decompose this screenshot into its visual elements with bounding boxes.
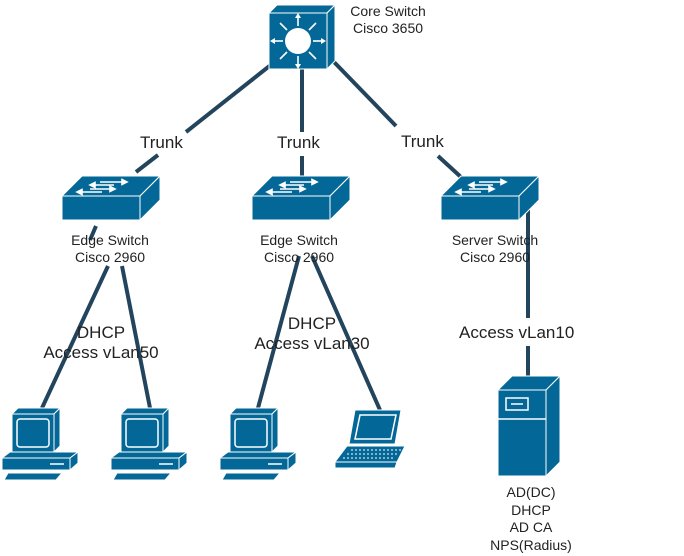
access-vlan50-name: Access vLan50: [43, 343, 159, 363]
pc-1-icon: [1, 407, 79, 481]
pc-3-icon: [219, 407, 297, 481]
link-edge1-stub1: [88, 225, 98, 241]
server-switch-icon: [440, 175, 540, 221]
edge-switch-1-icon: [61, 175, 161, 221]
core-switch-label: Core Switch Cisco 3650: [340, 3, 436, 37]
core-switch-name: Core Switch: [350, 3, 426, 19]
core-switch-icon: [267, 3, 337, 71]
access-vlan10-label: Access vLan10: [458, 323, 576, 344]
core-switch-model: Cisco 3650: [352, 19, 424, 36]
server-switch-name: Server Switch: [451, 232, 539, 248]
link-core-edge1-a: [184, 62, 274, 134]
trunk-label-3: Trunk: [400, 132, 445, 153]
link-edge1-pc2: [120, 265, 152, 409]
access-vlan30-name: Access vLan30: [254, 334, 370, 354]
edge-switch-2-name: Edge Switch: [260, 232, 338, 248]
edge-switch-2-label: Edge Switch Cisco 2960: [239, 232, 359, 266]
server-role: AD(DC): [506, 484, 556, 500]
trunk-label-2: Trunk: [276, 133, 321, 154]
links: [40, 60, 530, 411]
edge-switch-1-label: Edge Switch Cisco 2960: [50, 232, 170, 266]
server-roles-label: AD(DC) DHCP AD CA NPS(Radius): [476, 484, 586, 554]
access-vlan30-dhcp: DHCP: [287, 314, 337, 333]
link-edge2-laptop: [310, 255, 382, 411]
pc-2-icon: [110, 407, 188, 481]
server-switch-model: Cisco 2960: [459, 248, 531, 265]
access-vlan50-dhcp: DHCP: [76, 323, 126, 342]
link-core-server-a: [332, 60, 398, 128]
link-core-server-b: [436, 154, 464, 180]
trunk-label-1: Trunk: [139, 133, 184, 154]
laptop-icon: [334, 409, 406, 469]
server-role: AD CA: [509, 519, 553, 535]
server-role: NPS(Radius): [490, 536, 572, 553]
server-role: DHCP: [511, 501, 551, 518]
edge-switch-1-model: Cisco 2960: [74, 248, 146, 265]
access-vlan50-label: DHCP Access vLan50: [35, 323, 167, 364]
access-vlan30-label: DHCP Access vLan30: [246, 314, 378, 355]
link-edge1-pc1: [40, 265, 110, 409]
edge-switch-2-icon: [251, 175, 351, 221]
edge-switch-1-name: Edge Switch: [71, 232, 149, 248]
link-edge2-pc3: [256, 255, 301, 409]
server-switch-label: Server Switch Cisco 2960: [435, 232, 555, 266]
server-icon: [496, 374, 562, 478]
edge-switch-2-model: Cisco 2960: [263, 248, 335, 265]
link-core-edge1-b: [134, 153, 160, 174]
